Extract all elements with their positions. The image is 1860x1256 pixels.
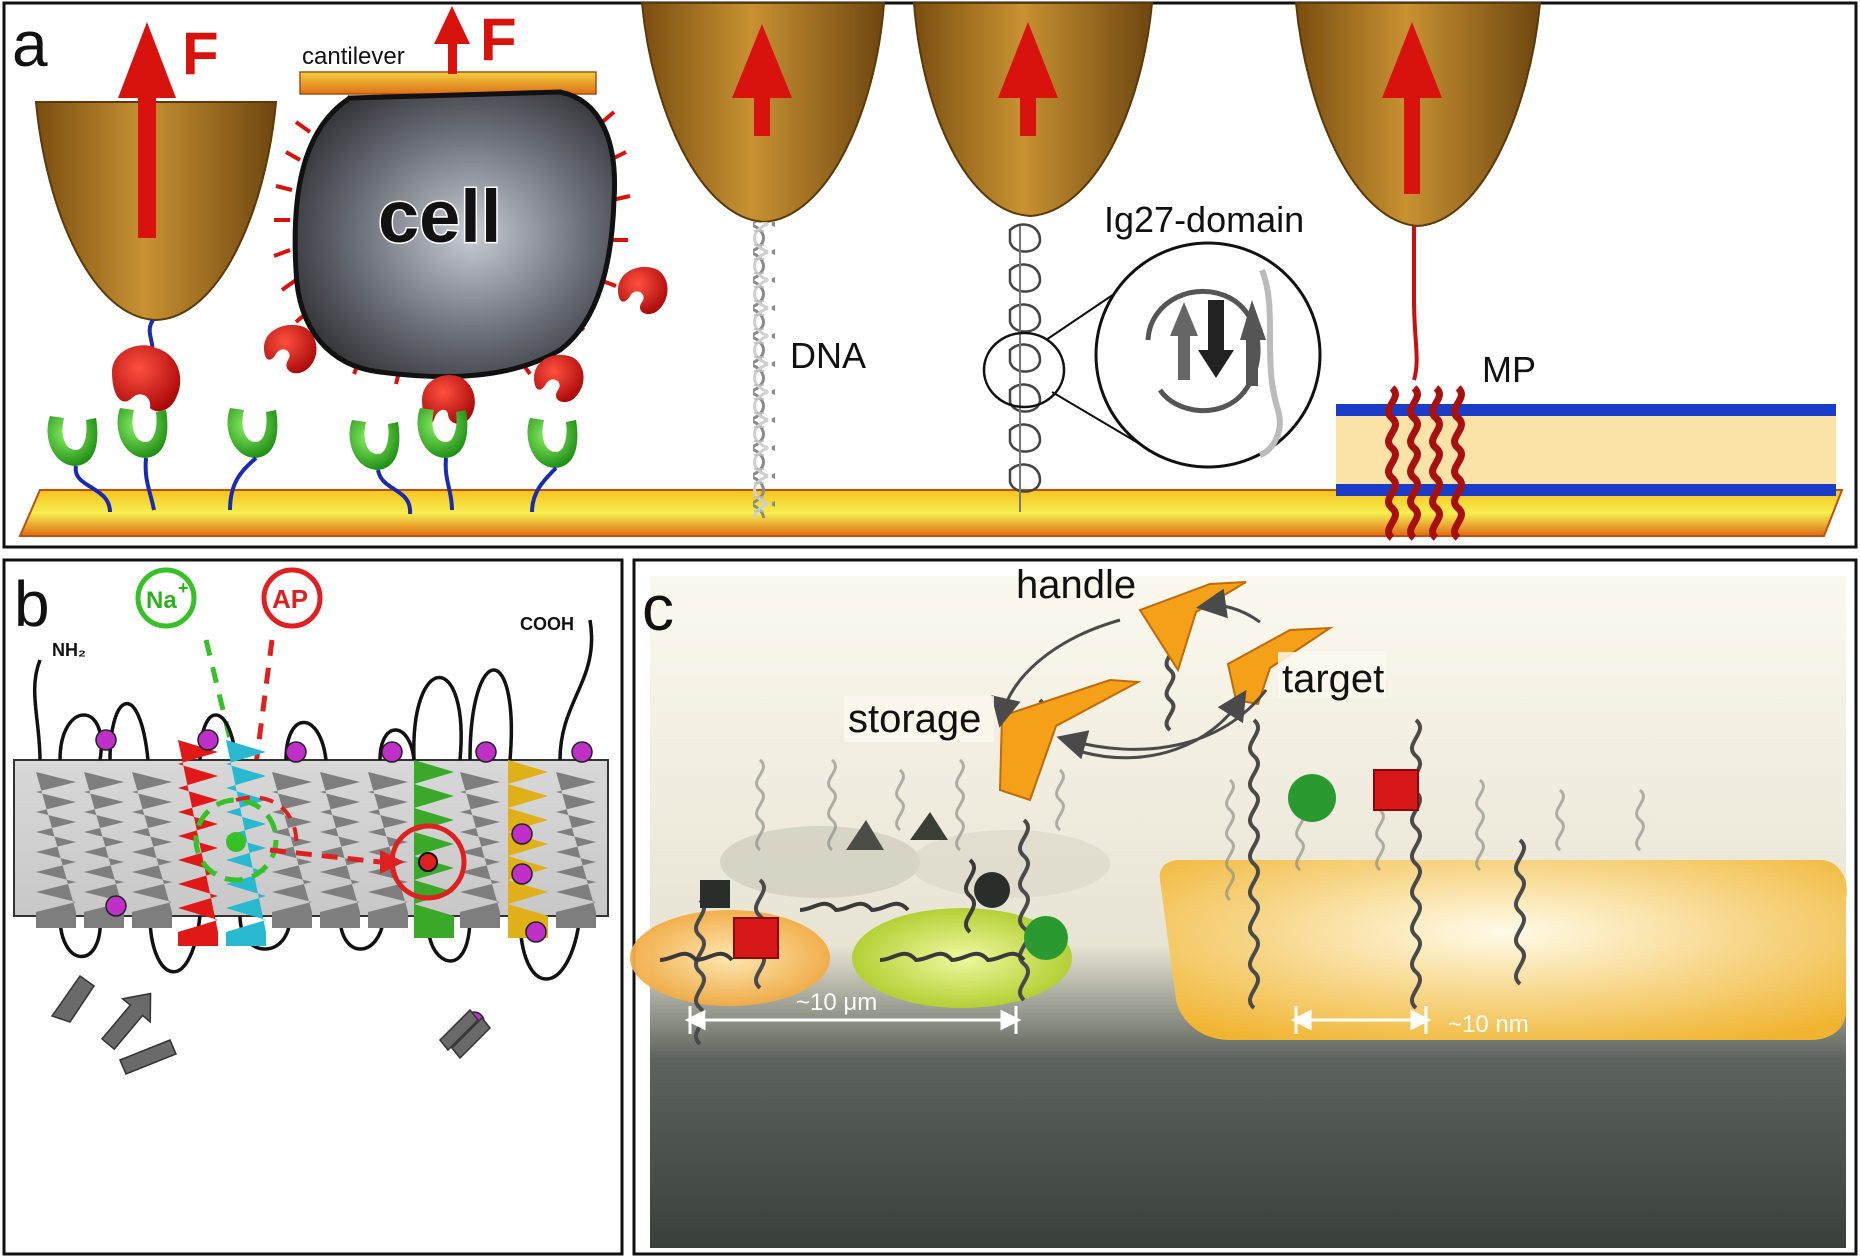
- force-arrow-icon: [1382, 22, 1442, 194]
- scale-label-um: ~10 μm: [796, 989, 877, 1016]
- pad-ghost-left: [720, 826, 920, 898]
- dna-label: DNA: [790, 335, 866, 376]
- ligand-icon: [534, 354, 584, 403]
- afm-tip-2: DNA: [640, 1, 886, 518]
- nh2-label: NH₂: [52, 640, 86, 660]
- pad-target: [1159, 860, 1847, 1040]
- mp-tether: [1412, 226, 1419, 381]
- ig27-label: Ig27-domain: [1104, 199, 1304, 240]
- panel-b-letter: b: [14, 568, 50, 640]
- phospho-sites: [95, 729, 593, 1033]
- helix-cyan: [226, 740, 266, 946]
- ghost-strands: [755, 758, 1645, 902]
- ap-badge: AP: [261, 567, 323, 629]
- cell-label: cell: [378, 175, 501, 258]
- cargo-cube-ghost: [700, 880, 730, 908]
- membrane-top: [1336, 404, 1836, 416]
- force-arrow-icon: [732, 24, 792, 136]
- panel-b: b Na + AP NH₂ COOH: [2, 558, 624, 1256]
- handle-tip-storage: [998, 678, 1142, 802]
- helix-gray: [36, 772, 596, 928]
- cargo-cube-target: [1373, 769, 1419, 811]
- green-receptors: [47, 408, 578, 515]
- na-site-ring: [193, 797, 279, 883]
- ap-label: AP: [272, 584, 308, 614]
- receptor-icon: [349, 420, 413, 515]
- force-label-2: F: [480, 6, 517, 73]
- cargo-pyramid-ghost-2: [846, 820, 884, 850]
- helix-red: [178, 740, 218, 946]
- ig27-fold: [1145, 268, 1283, 458]
- ig27-chain: [1008, 223, 1042, 512]
- panel-a-letter: a: [12, 8, 48, 80]
- receptor-icon: [47, 416, 112, 513]
- receptor-icon: [417, 408, 468, 511]
- scale-bar-um: [684, 1006, 1022, 1034]
- cooh-label: COOH: [520, 614, 574, 634]
- ap-site-dot: [418, 852, 438, 872]
- cantilever-label: cantilever: [302, 43, 405, 70]
- cargo-cube-left: [733, 917, 779, 959]
- transfer-arrows: [991, 588, 1268, 760]
- ligand-icon: [264, 324, 317, 374]
- na-badge: Na +: [135, 567, 197, 629]
- storage-label: storage: [848, 697, 981, 741]
- highlight-ring: [982, 331, 1066, 409]
- cargo-pyramid-ghost: [910, 812, 948, 840]
- scale-bar-nm: [1290, 1006, 1432, 1034]
- cargo-sphere-target: [1288, 774, 1336, 822]
- membrane-slab: [1336, 404, 1836, 492]
- cell-probe: cantilever F cell: [264, 6, 668, 424]
- beta-sheet-icon: [50, 974, 492, 1075]
- cell-body: [292, 89, 618, 380]
- receptor-icon: [527, 418, 578, 513]
- dna-strand: [753, 222, 775, 518]
- na-label: Na: [146, 587, 177, 614]
- mp-label: MP: [1482, 349, 1536, 390]
- pad-ghost-right: [910, 830, 1110, 898]
- force-arrow-icon: [998, 22, 1058, 136]
- cargo-sphere-storage: [1024, 916, 1068, 960]
- force-arrow-icon: [434, 6, 470, 74]
- ligand-icon: [618, 266, 668, 315]
- ligand-icon: [112, 345, 181, 412]
- scale-label-nm: ~10 nm: [1448, 1011, 1529, 1038]
- afm-tip-3: Ig27-domain: [912, 2, 1322, 512]
- target-label: target: [1282, 657, 1384, 701]
- ap-site-ring: [389, 823, 467, 901]
- cyan-dash-arc: [235, 795, 299, 851]
- afm-tip-1: F: [34, 20, 278, 412]
- substrate: [18, 489, 1844, 537]
- receptor-icon: [227, 408, 278, 511]
- na-site-dot: [226, 832, 246, 852]
- cargo-sphere-ghost: [974, 872, 1010, 908]
- panel-c: c: [630, 558, 1858, 1256]
- force-arrow-icon: [118, 22, 176, 238]
- force-label-1: F: [182, 20, 219, 87]
- panel-c-letter: c: [642, 572, 674, 644]
- membrane-protein: [1385, 385, 1465, 541]
- panel-a: a F cantilever F: [2, 1, 1858, 549]
- afm-tip-4: MP: [1294, 2, 1836, 541]
- na-superscript: +: [178, 578, 189, 598]
- helix-yellow: [508, 760, 548, 938]
- receptor-icon: [117, 408, 168, 511]
- handle-label: handle: [1016, 563, 1136, 607]
